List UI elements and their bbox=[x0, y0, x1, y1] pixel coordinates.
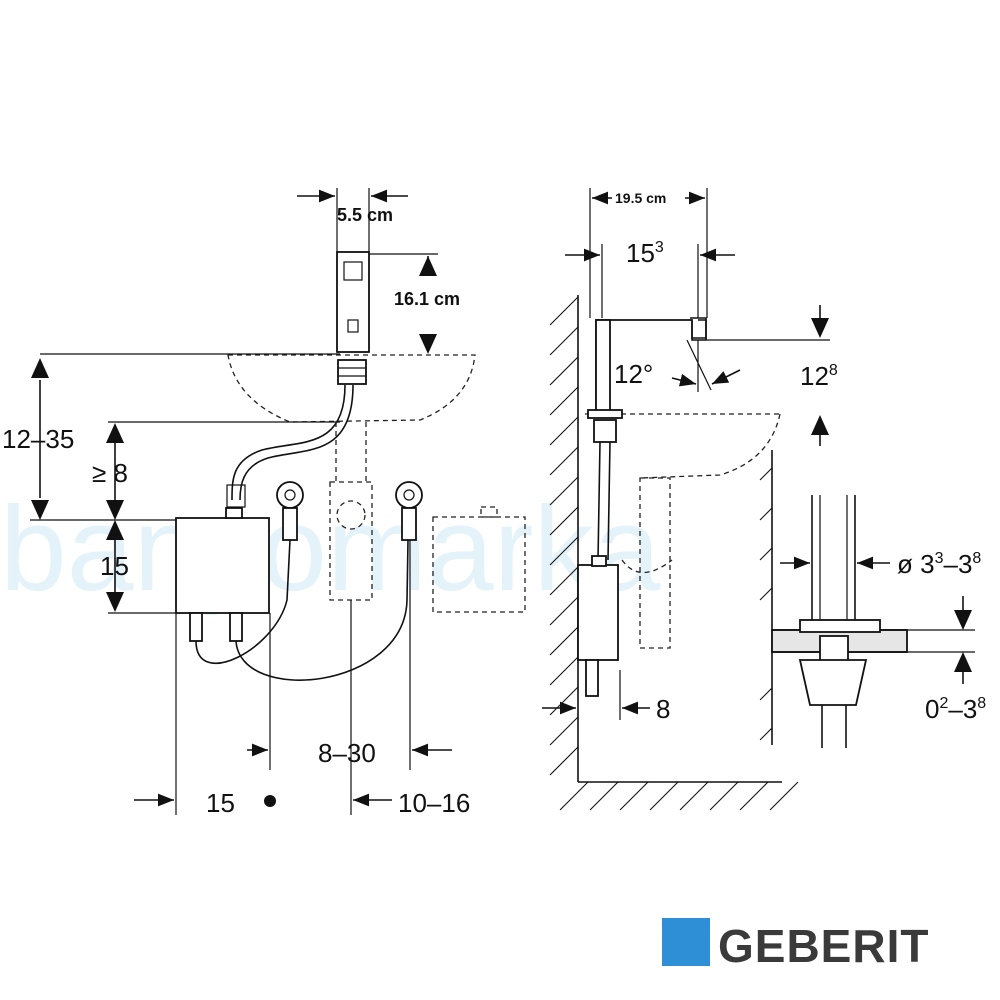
outlet-height-label: 128 bbox=[800, 361, 838, 391]
detail-hatch bbox=[759, 467, 773, 741]
angle-label: 12° bbox=[614, 359, 653, 389]
hole-diameter-label: ø 33–38 bbox=[897, 549, 981, 579]
wall-hatch bbox=[549, 296, 799, 811]
valve-spacing-label: 8–30 bbox=[318, 738, 376, 768]
faucet-profile bbox=[596, 317, 707, 341]
box-height-label: 15 bbox=[100, 551, 129, 581]
reach-label: 153 bbox=[626, 238, 664, 268]
mount-range-label: 12–35 bbox=[2, 424, 74, 454]
front-view: 5.5 cm 16.1 cm 12–35 ≥ 8 15 bbox=[2, 188, 526, 818]
box-width-label: 15 bbox=[206, 788, 235, 818]
side-control-box bbox=[577, 564, 619, 661]
side-view: 19.5 cm 153 12° 128 bbox=[542, 188, 838, 811]
spout-height-label: 16.1 cm bbox=[394, 289, 460, 309]
logo-square bbox=[662, 918, 710, 966]
mount-nut bbox=[798, 659, 868, 706]
faucet-body bbox=[336, 251, 370, 353]
supply-hose bbox=[231, 384, 346, 501]
control-box bbox=[175, 517, 270, 614]
alt-box-position bbox=[432, 516, 526, 613]
geberit-logo: GEBERIT bbox=[662, 918, 929, 972]
spout-width-label: 5.5 cm bbox=[337, 205, 393, 225]
logo-text: GEBERIT bbox=[718, 920, 929, 972]
deck-detail: ø 33–38 02–38 bbox=[759, 450, 986, 748]
valve-offset-label: 10–16 bbox=[398, 788, 470, 818]
min-clearance-label: ≥ 8 bbox=[92, 458, 128, 488]
wall-offset-label: 8 bbox=[656, 694, 670, 724]
valve-left bbox=[276, 481, 304, 509]
valve-right bbox=[395, 481, 423, 509]
deck-thickness-label: 02–38 bbox=[925, 694, 986, 724]
faucet-sensor bbox=[343, 261, 363, 281]
faucet-led bbox=[347, 319, 359, 333]
total-depth-label: 19.5 cm bbox=[615, 190, 666, 206]
basin-outline bbox=[227, 354, 476, 423]
